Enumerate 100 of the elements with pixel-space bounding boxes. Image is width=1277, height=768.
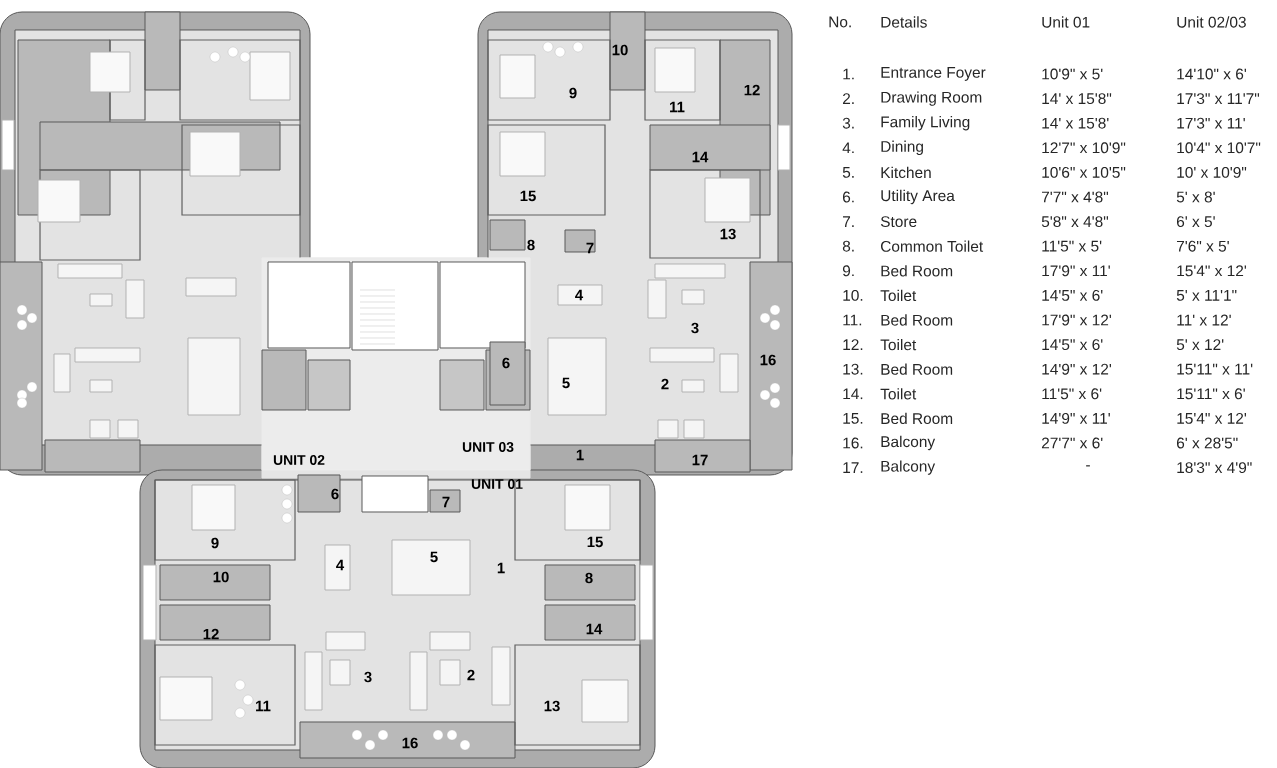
- table-cell: Entrance Foyer: [881, 67, 986, 81]
- table-cell: 6' x 5': [1177, 216, 1215, 228]
- table-cell: 4.: [842, 142, 854, 154]
- unit-label: UNIT 01: [471, 479, 523, 489]
- table-cell: Bed Room: [881, 412, 953, 425]
- callout-number: 9: [569, 87, 577, 99]
- table-cell: 27'7" x 6': [1042, 437, 1103, 449]
- table-cell: 11.: [843, 314, 862, 326]
- table-cell: 14.: [843, 388, 863, 400]
- callout-number: 14: [692, 151, 709, 163]
- table-cell: Bed Room: [881, 314, 953, 326]
- table-cell: 12.: [843, 339, 863, 350]
- table-cell: 14'5" x 6': [1042, 289, 1103, 301]
- table-cell: 15'11" x 11': [1177, 363, 1253, 375]
- callout-number: 8: [585, 572, 593, 584]
- table-cell: Store: [880, 216, 917, 228]
- callout-number: 9: [211, 537, 219, 549]
- callout-number: 11: [256, 700, 271, 712]
- table-cell: Utility Area: [881, 189, 955, 205]
- table-cell: -: [1086, 465, 1090, 467]
- table-cell: 14' x 15'8": [1042, 93, 1112, 105]
- table-cell: 5'8" x 4'8": [1041, 216, 1109, 228]
- column-header: Unit 02/03: [1177, 16, 1246, 28]
- table-cell: 8.: [842, 240, 854, 252]
- column-header: Unit 01: [1042, 16, 1090, 28]
- callout-number: 16: [760, 354, 776, 366]
- unit-label: UNIT 03: [462, 442, 514, 452]
- table-cell: 5' x 11'1": [1176, 290, 1237, 301]
- table-cell: 9.: [842, 265, 854, 277]
- table-cell: 10' x 10'9": [1177, 166, 1247, 178]
- callout-number: 12: [744, 84, 760, 96]
- table-cell: 14'5" x 6': [1042, 339, 1103, 351]
- callout-number: 4: [575, 289, 584, 301]
- table-cell: 17'3" x 11'7": [1177, 93, 1260, 105]
- callout-number: 13: [720, 228, 736, 240]
- callout-number: 15: [520, 190, 536, 202]
- table-cell: Bed Room: [881, 363, 953, 375]
- table-cell: 6' x 28'5": [1177, 437, 1238, 449]
- column-header: Details: [881, 16, 927, 28]
- table-cell: Drawing Room: [881, 91, 982, 106]
- table-cell: 15'11" x 6': [1177, 388, 1245, 400]
- table-cell: 10'4" x 10'7": [1177, 142, 1261, 154]
- callout-number: 13: [544, 700, 560, 712]
- callout-number: 5: [562, 377, 570, 389]
- table-cell: 3.: [842, 117, 854, 129]
- callout-number: 12: [203, 628, 219, 640]
- table-cell: 18'3" x 4'9": [1177, 462, 1252, 474]
- table-cell: Family Living: [881, 116, 970, 131]
- callout-number: 3: [364, 671, 372, 683]
- table-cell: Kitchen: [881, 166, 931, 179]
- callout-number: 2: [467, 669, 475, 681]
- table-cell: 11'5" x 5': [1042, 240, 1102, 252]
- table-cell: 14' x 15'8': [1042, 117, 1109, 129]
- table-cell: 14'9" x 11': [1042, 412, 1110, 424]
- table-cell: Toilet: [880, 388, 917, 400]
- callout-number: 7: [586, 242, 594, 254]
- callout-number: 7: [442, 496, 450, 508]
- table-cell: 13.: [843, 363, 863, 375]
- callout-number: 2: [661, 378, 669, 390]
- callout-number: 4: [336, 559, 345, 571]
- callout-number: 16: [402, 737, 418, 749]
- table-cell: 5' x 12': [1176, 339, 1224, 351]
- table-cell: 2.: [843, 93, 854, 104]
- table-cell: 6.: [843, 191, 854, 203]
- table-cell: 17'3" x 11': [1177, 117, 1245, 129]
- table-cell: Toilet: [880, 338, 917, 351]
- callout-number: 5: [430, 551, 438, 563]
- column-header: No.: [829, 16, 851, 28]
- callout-number: 8: [527, 239, 535, 251]
- table-cell: 10'6" x 10'5": [1042, 166, 1126, 178]
- table-cell: 7'6" x 5': [1177, 240, 1229, 252]
- table-cell: Balcony: [881, 435, 936, 451]
- table-cell: Common Toilet: [881, 240, 984, 252]
- callout-number: 1: [576, 449, 584, 461]
- table-cell: 1.: [843, 68, 854, 80]
- table-cell: 14'10" x 6': [1177, 68, 1247, 80]
- table-cell: 17'9" x 11': [1042, 265, 1110, 277]
- table-cell: 11'5" x 6': [1042, 388, 1102, 400]
- callout-number: 10: [612, 44, 628, 56]
- table-cell: 7'7" x 4'8": [1042, 191, 1109, 203]
- callout-number: 14: [586, 623, 603, 635]
- table-cell: 7.: [843, 216, 854, 227]
- table-cell: 11' x 12': [1177, 314, 1231, 326]
- table-cell: 14'9" x 12': [1042, 363, 1112, 375]
- table-cell: 12'7" x 10'9": [1042, 142, 1126, 154]
- table-cell: 15'4" x 12': [1177, 265, 1247, 277]
- callout-number: 10: [213, 571, 229, 583]
- table-cell: 10.: [843, 289, 863, 301]
- table-cell: Toilet: [880, 289, 917, 302]
- callout-number: 15: [587, 536, 603, 548]
- callout-number: 3: [691, 322, 699, 334]
- table-cell: 5.: [842, 167, 854, 178]
- table-cell: Balcony: [881, 460, 936, 475]
- table-cell: 16.: [843, 437, 863, 449]
- callout-number: 1: [497, 562, 505, 574]
- table-cell: Bed Room: [881, 265, 953, 277]
- table-cell: 15.: [843, 413, 863, 424]
- table-cell: 17.: [843, 462, 863, 473]
- table-cell: 5' x 8': [1176, 191, 1215, 203]
- callout-number: 11: [670, 101, 685, 113]
